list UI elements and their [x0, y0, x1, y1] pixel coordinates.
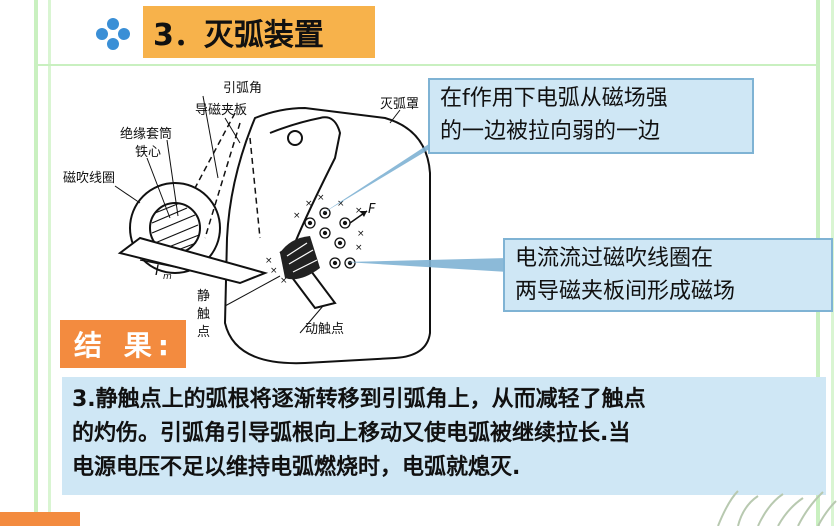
- force-callout-line2: 的一边被拉向弱的一边: [440, 119, 661, 144]
- label-iron-core: 铁心: [135, 145, 161, 160]
- lower-plate: [117, 236, 269, 285]
- label-arc-chute: 灭弧罩: [380, 97, 419, 112]
- force-callout: 在f作用下电弧从磁场强 的一边被拉向弱的一边: [428, 78, 754, 154]
- left-rail-outer: [34, 0, 38, 526]
- svg-text:×: ×: [305, 199, 313, 209]
- label-insulating-sleeve: 绝缘套筒: [120, 126, 172, 142]
- arc-extinguishing-diagram: ××× ××× ××× × F 引弧角 导磁夹板 绝缘套筒 铁心 磁吹线圈 灭弧…: [63, 81, 431, 365]
- field-circles: [304, 207, 356, 269]
- label-current: I: [155, 263, 159, 279]
- flower-icon: [96, 18, 130, 50]
- label-static-contact: 静 触 点: [197, 289, 210, 340]
- label-moving-contact: 动触点: [305, 322, 344, 337]
- title-divider: [34, 64, 820, 66]
- arc-horn-pivot: [287, 130, 303, 146]
- blowout-coil-outer: [129, 182, 221, 274]
- page-title: 3．灭弧装置: [143, 6, 375, 58]
- left-rail-inner: [48, 0, 51, 526]
- result-line2: 的灼伤。引弧角引导弧根向上移动又使电弧被继续拉长.当: [72, 421, 631, 446]
- label-blowout-coil: 磁吹线圈: [63, 171, 115, 186]
- svg-text:×: ×: [355, 243, 363, 253]
- svg-text:×: ×: [265, 256, 273, 266]
- result-tag: 结 果:: [60, 320, 186, 368]
- result-line1: 3.静触点上的弧根将逐渐转移到引弧角上，从而减轻了触点: [72, 387, 646, 412]
- svg-text:×: ×: [355, 206, 363, 216]
- force-label: F: [368, 202, 376, 217]
- svg-text:×: ×: [280, 276, 288, 286]
- svg-text:×: ×: [293, 211, 301, 221]
- label-arc-horn: 引弧角: [223, 81, 262, 96]
- corner-decoration: [0, 512, 80, 526]
- field-callout-line1: 电流流过磁吹线圈在: [515, 246, 714, 271]
- result-line3: 电源电压不足以维持电弧燃烧时，电弧就熄灭.: [72, 455, 521, 480]
- arc-chute-outline: [223, 106, 431, 365]
- result-text-box: 3.静触点上的弧根将逐渐转移到引弧角上，从而减轻了触点 的灼伤。引弧角引导弧根向…: [62, 377, 826, 495]
- svg-text:×: ×: [357, 229, 365, 239]
- grass-decoration: [717, 490, 837, 526]
- label-static-contact-char3: 点: [197, 325, 210, 340]
- arc-horn-shape: [269, 116, 342, 254]
- svg-text:×: ×: [317, 193, 325, 203]
- label-current-sub: m: [163, 272, 172, 282]
- field-callout: 电流流过磁吹线圈在 两导磁夹板间形成磁场: [503, 238, 833, 312]
- svg-text:×: ×: [337, 199, 345, 209]
- label-static-contact-char1: 静: [197, 289, 210, 304]
- label-magnetic-plate: 导磁夹板: [195, 103, 247, 118]
- svg-text:×: ×: [270, 266, 278, 276]
- field-callout-line2: 两导磁夹板间形成磁场: [515, 279, 736, 304]
- force-callout-line1: 在f作用下电弧从磁场强: [440, 86, 668, 111]
- label-static-contact-char2: 触: [197, 307, 210, 322]
